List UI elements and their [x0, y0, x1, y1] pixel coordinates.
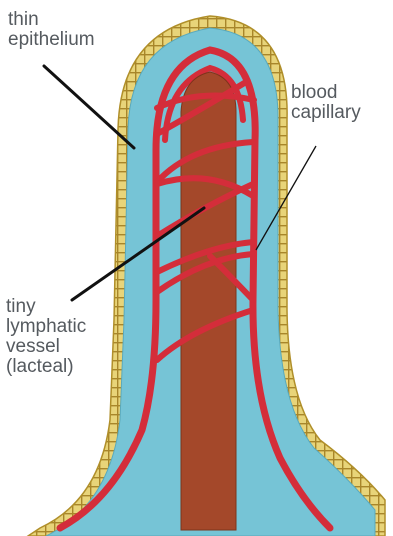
lacteal-vessel	[181, 72, 236, 530]
capillary-label: blood capillary	[291, 83, 361, 123]
lacteal-label: tiny lymphatic vessel (lacteal)	[6, 297, 86, 377]
epithelium-label: thin epithelium	[8, 10, 95, 50]
